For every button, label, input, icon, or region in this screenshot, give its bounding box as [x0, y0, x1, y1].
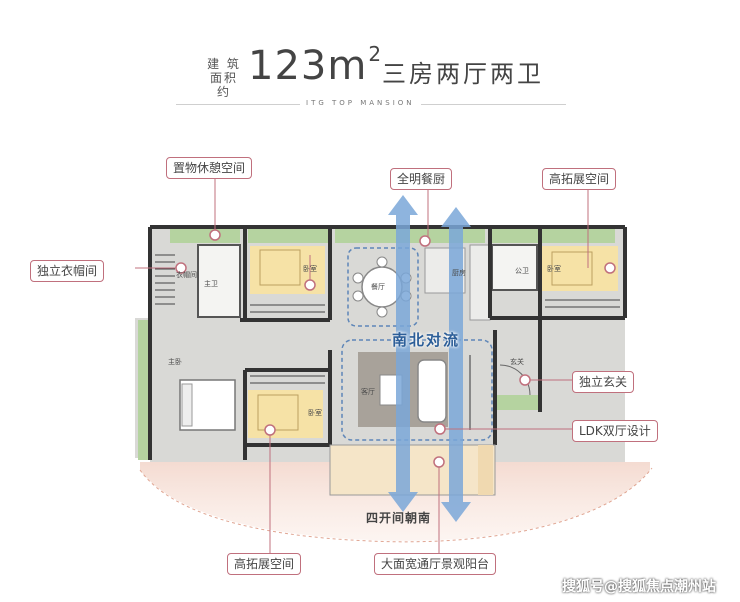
room-bedroom-right: 卧室	[547, 265, 561, 273]
area-label-line1: 建 筑	[207, 57, 241, 71]
room-public-bath: 公卫	[515, 267, 529, 275]
callout-high-expansion-bottom: 高拓展空间	[227, 553, 302, 575]
callout-balcony: 大面宽通厅景观阳台	[374, 553, 497, 575]
callout-high-expansion-top: 高拓展空间	[542, 168, 617, 190]
four-bays-south-label: 四开间朝南	[366, 511, 432, 525]
room-master-bedroom: 主卧	[168, 358, 182, 366]
room-master-bath: 主卫	[204, 280, 218, 288]
dining-zone	[347, 247, 419, 327]
public-bath-fill	[491, 244, 538, 291]
header-subtitle: ITG TOP MANSION	[300, 99, 421, 107]
area-label: 建 筑 面积约	[204, 57, 244, 99]
flow-arrows	[388, 195, 471, 522]
callout-ldk-design: LDK双厅设计	[572, 420, 658, 442]
callout-storage-rest: 置物休憩空间	[166, 157, 253, 179]
room-bedroom-top: 卧室	[303, 265, 317, 273]
room-dining: 餐厅	[371, 283, 385, 291]
callout-independent-foyer: 独立玄关	[572, 371, 635, 393]
master-bath-fill	[197, 244, 241, 318]
area-label-line2: 面积约	[209, 71, 238, 99]
room-cloakroom: 衣帽间	[176, 271, 197, 279]
sunlight-arc	[140, 462, 650, 541]
north-south-flow-label: 南北对流	[392, 331, 461, 349]
room-foyer: 玄关	[510, 358, 524, 366]
sofa	[417, 359, 447, 423]
room-living: 客厅	[361, 388, 375, 396]
callout-bright-dining-kitchen: 全明餐厨	[390, 168, 453, 190]
layout-title: 三房两厅两卫	[382, 60, 544, 88]
area-value: 123m2	[248, 42, 382, 89]
top-balcony-mid	[248, 228, 328, 243]
watermark: 搜狐号@搜狐焦点潮州站	[562, 579, 716, 595]
living-zone	[341, 339, 493, 441]
foyer-door	[499, 364, 531, 396]
area-unit-sup: 2	[368, 42, 383, 66]
room-kitchen: 厨房	[452, 269, 466, 277]
area-number: 123m	[248, 43, 368, 89]
room-bedroom-bottom: 卧室	[308, 409, 322, 417]
top-balcony-left	[170, 228, 240, 243]
south-balcony	[329, 444, 496, 496]
callout-independent-cloakroom: 独立衣帽间	[30, 260, 105, 282]
